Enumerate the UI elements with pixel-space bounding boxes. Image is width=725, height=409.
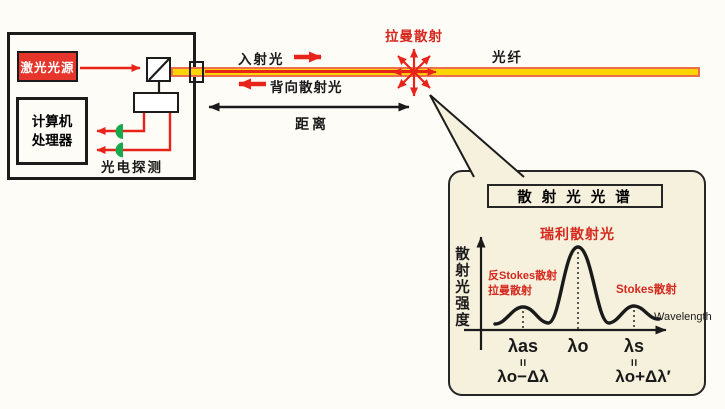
laser-source-box: 激光光源: [17, 51, 78, 82]
lambda-as-tick: λas: [507, 336, 539, 356]
computer-label-line1: 计算机: [31, 114, 73, 129]
antistokes-label-line2: 拉曼散射: [488, 285, 532, 297]
callout-wedge: [429, 94, 525, 178]
filter-box: [133, 92, 179, 113]
spectrum-y-axis-label: 散射光强度: [453, 246, 469, 329]
distance-label: 距离: [295, 116, 329, 132]
antistokes-label-line1: 反Stokes散射: [488, 270, 558, 282]
raman-scatter-label: 拉曼散射: [385, 29, 443, 44]
beam-splitter-box: [146, 57, 171, 82]
fiber-coupler-box: [189, 61, 204, 83]
incident-light-label: 入射光: [238, 52, 285, 67]
rayleigh-label: 瑞利散射光: [540, 226, 615, 242]
lambda-s-value: λo+Δλ′: [615, 367, 671, 386]
spectrum-title-box: 散 射 光 光 谱: [487, 184, 663, 208]
lambda-s-tick: λs: [623, 336, 645, 356]
lambda-as-value: λo−Δλ: [497, 367, 549, 386]
stokes-label: Stokes散射: [616, 284, 677, 296]
laser-source-label: 激光光源: [20, 61, 75, 75]
computer-label-line2: 处理器: [31, 133, 73, 148]
spectrum-title: 散 射 光 光 谱: [517, 189, 633, 206]
fiber-label: 光纤: [492, 50, 523, 65]
lambda-o-tick: λo: [567, 336, 589, 356]
backscatter-light-label: 背向散射光: [270, 80, 343, 95]
computer-processor-box: 计算机 处理器: [16, 97, 88, 165]
wavelength-axis-label: Wavelength: [654, 311, 712, 323]
instrument-enclosure-box: [7, 32, 196, 180]
photodetector-label: 光电探测: [101, 160, 163, 175]
fiber-laser-light-core: [205, 70, 433, 73]
